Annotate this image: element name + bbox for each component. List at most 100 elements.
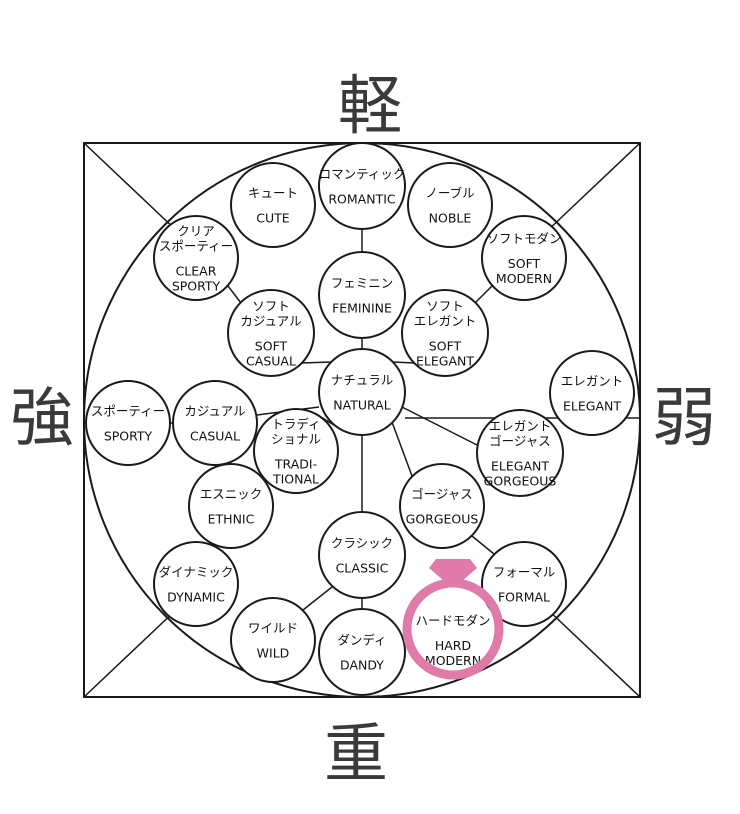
node-circle xyxy=(401,289,489,377)
node-circle xyxy=(481,215,567,301)
node-label-en: SPORTY xyxy=(172,279,221,294)
connector-classic-wild xyxy=(302,586,333,611)
nodes-layer: ロマンティックROMANTICキュートCUTEノーブルNOBLEクリアスポーティ… xyxy=(85,142,635,696)
connector-softmodern-softelegant xyxy=(474,285,493,304)
axis-label-bottom: 重 xyxy=(324,718,388,792)
connector-natural-eleganteorgeous xyxy=(401,406,478,446)
node-label-jp: スポーティー xyxy=(91,404,165,419)
node-wild: ワイルド WILD xyxy=(230,597,316,683)
connector-natural-gorgeous xyxy=(391,421,413,477)
node-label-jp: クラシック xyxy=(331,536,393,551)
axis-label-left: 強 xyxy=(10,382,74,456)
axis-label-top: 軽 xyxy=(338,70,402,144)
node-label-jp: ゴージャス xyxy=(489,434,551,449)
node-label-jp: ノーブル xyxy=(425,186,474,201)
node-label-en: SPORTY xyxy=(104,429,153,444)
node-circle xyxy=(481,541,567,627)
node-label-en: WILD xyxy=(257,646,290,661)
node-label-en: NOBLE xyxy=(429,211,472,226)
node-label-jp: ゴージャス xyxy=(411,487,473,502)
corner-diagonals xyxy=(83,142,641,698)
node-dynamic: ダイナミック DYNAMIC xyxy=(153,541,239,627)
node-label-jp: ソフト xyxy=(426,299,464,314)
node-label-en: GORGEOUS xyxy=(484,474,557,489)
node-formal: フォーマル FORMAL xyxy=(481,541,567,627)
node-label-jp: カジュアル xyxy=(184,404,245,419)
node-label-en: ELEGANT xyxy=(416,354,474,369)
node-label-en: DANDY xyxy=(340,658,384,673)
axis-label-right: 弱 xyxy=(652,382,716,456)
node-label-en: NATURAL xyxy=(333,398,390,413)
node-label-en: MODERN xyxy=(496,271,552,286)
node-label-en: GORGEOUS xyxy=(406,512,479,527)
ring-icon xyxy=(402,559,504,680)
node-label-jp: キュート xyxy=(248,186,298,201)
node-label-jp: ダイナミック xyxy=(159,565,234,580)
node-label-en: DYNAMIC xyxy=(167,590,225,605)
node-circle xyxy=(253,408,339,494)
node-circle xyxy=(85,380,171,466)
node-label-en: FORMAL xyxy=(498,590,550,605)
node-label-jp: エレガント xyxy=(489,419,552,434)
node-circle xyxy=(318,348,406,436)
node-circle xyxy=(172,380,258,466)
node-label-jp: ワイルド xyxy=(248,621,298,636)
node-label-en: ELEGANT xyxy=(491,459,549,474)
node-circle xyxy=(318,511,406,599)
node-circle xyxy=(407,162,493,248)
node-label-jp: エレガント xyxy=(561,374,624,389)
node-circle xyxy=(318,251,406,339)
node-romantic: ロマンティック ROMANTIC xyxy=(318,142,406,230)
node-circle xyxy=(230,162,316,248)
connector-gorgeous-formal xyxy=(471,535,495,555)
node-cute: キュート CUTE xyxy=(230,162,316,248)
node-label-en: TRADI- xyxy=(274,457,317,472)
node-label-en: CLASSIC xyxy=(336,561,389,576)
node-circle xyxy=(227,289,315,377)
node-label-jp: スポーティー xyxy=(159,239,233,254)
node-label-jp: ナチュラル xyxy=(331,373,394,388)
node-feminine: フェミニン FEMININE xyxy=(318,251,406,339)
node-circle xyxy=(399,463,485,549)
node-label-jp: エレガント xyxy=(414,314,477,329)
node-label-en: CUTE xyxy=(256,211,290,226)
node-label-jp: ロマンティック xyxy=(319,167,406,182)
node-noble: ノーブル NOBLE xyxy=(407,162,493,248)
node-circle xyxy=(188,463,274,549)
node-label-en: HARD xyxy=(435,638,471,653)
node-circle xyxy=(230,597,316,683)
connector-softelegant-natural xyxy=(391,361,416,364)
node-label-jp: ソフトモダン xyxy=(486,231,561,246)
connector-softcasual-natural xyxy=(300,361,333,364)
node-label-jp: カジュアル xyxy=(240,314,301,329)
node-label-jp: フェミニン xyxy=(331,276,394,291)
node-circle xyxy=(153,215,239,301)
node-label-jp: ショナル xyxy=(271,432,321,447)
node-label-jp: トラディ xyxy=(271,417,320,432)
node-label-jp: フォーマル xyxy=(493,565,556,580)
node-circle xyxy=(318,142,406,230)
node-circle xyxy=(476,409,564,497)
node-label-en: SOFT xyxy=(429,339,462,354)
node-sporty: スポーティー SPORTY xyxy=(85,380,171,466)
node-label-en: SOFT xyxy=(508,256,541,271)
node-gorgeous: ゴージャス GORGEOUS xyxy=(399,463,485,549)
node-label-jp: ハードモダン xyxy=(415,613,490,628)
node-label-en: CLEAR xyxy=(176,264,217,279)
node-natural: ナチュラル NATURAL xyxy=(318,348,406,436)
node-label-en: FEMININE xyxy=(332,301,392,316)
node-label-en: SOFT xyxy=(255,339,288,354)
node-label-en: ROMANTIC xyxy=(328,192,396,207)
node-label-en: MODERN xyxy=(425,653,481,668)
